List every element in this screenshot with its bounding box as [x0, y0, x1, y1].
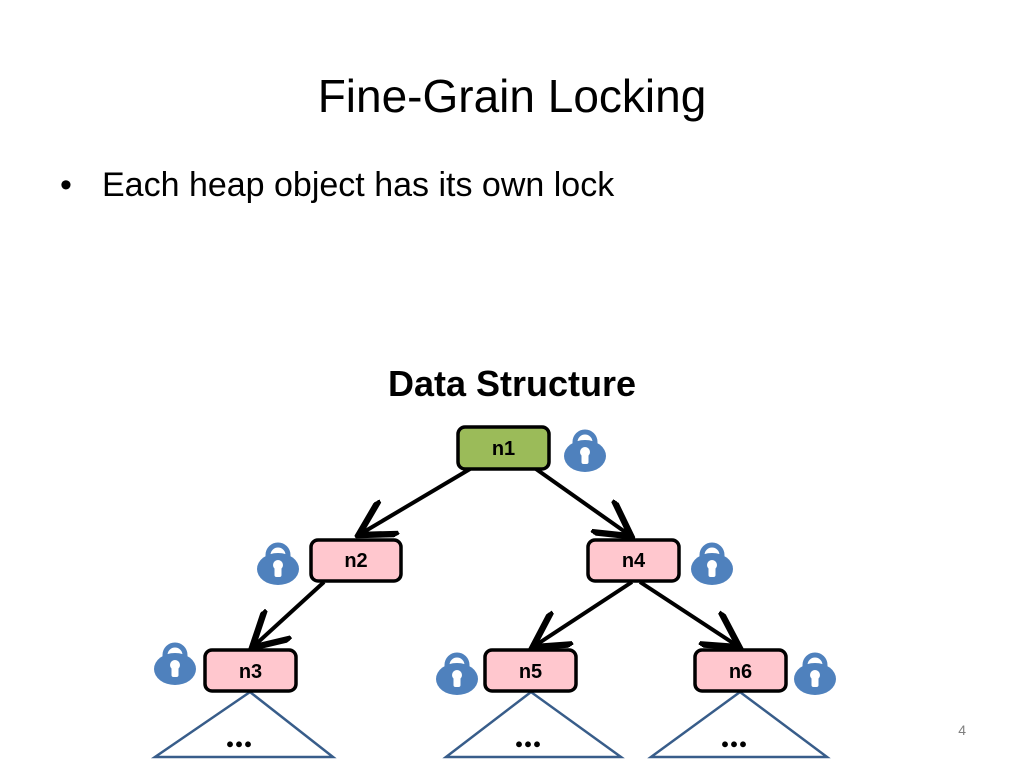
bullet-text: Each heap object has its own lock — [102, 166, 615, 204]
node-label: n4 — [622, 550, 646, 572]
edge-n4-n6 — [638, 580, 736, 645]
subtree-ellipsis: ... — [515, 715, 542, 755]
edge-n1-n2 — [362, 467, 472, 533]
subtree-n6 — [647, 690, 831, 759]
subtree-triangles: ... ... ... — [150, 690, 831, 759]
bullet-item: • Each heap object has its own lock — [60, 162, 614, 208]
node-n1[interactable]: n1 — [456, 425, 551, 471]
node-n5[interactable]: n5 — [483, 648, 578, 693]
subtree-n3 — [150, 690, 337, 759]
node-n2[interactable]: n2 — [309, 538, 403, 583]
subtree-n5 — [442, 690, 625, 759]
edge-n2-n3 — [255, 580, 326, 645]
node-label: n6 — [729, 661, 752, 683]
padlock-icon — [436, 655, 478, 695]
node-label: n2 — [344, 550, 367, 572]
tree-edges — [255, 467, 736, 645]
tree-nodes: n1 n2 n4 n3 n5 n6 — [203, 425, 788, 693]
slide-title: Fine-Grain Locking — [317, 70, 707, 122]
node-label: n3 — [239, 661, 262, 683]
node-label: n1 — [492, 438, 515, 460]
edge-n1-n4 — [534, 467, 628, 534]
edge-n4-n5 — [536, 580, 634, 645]
node-box — [309, 538, 403, 583]
padlock-icon — [691, 545, 733, 585]
node-n6[interactable]: n6 — [693, 648, 788, 693]
padlock-icon — [257, 545, 299, 585]
padlock-icon — [794, 655, 836, 695]
padlock-icon — [564, 432, 606, 472]
bullet-list: • Each heap object has its own lock — [60, 162, 614, 208]
node-box — [203, 648, 298, 693]
node-box — [586, 538, 681, 583]
node-box — [456, 425, 551, 471]
node-box — [483, 648, 578, 693]
diagram-heading: Data Structure — [387, 363, 637, 404]
node-n3[interactable]: n3 — [203, 648, 298, 693]
bullet-glyph: • — [60, 166, 72, 204]
node-box — [693, 648, 788, 693]
subtree-ellipsis: ... — [226, 715, 253, 755]
node-n4[interactable]: n4 — [586, 538, 681, 583]
page-number: 4 — [958, 722, 966, 738]
node-label: n5 — [519, 661, 542, 683]
padlock-icon — [154, 645, 196, 685]
subtree-ellipsis: ... — [721, 715, 748, 755]
